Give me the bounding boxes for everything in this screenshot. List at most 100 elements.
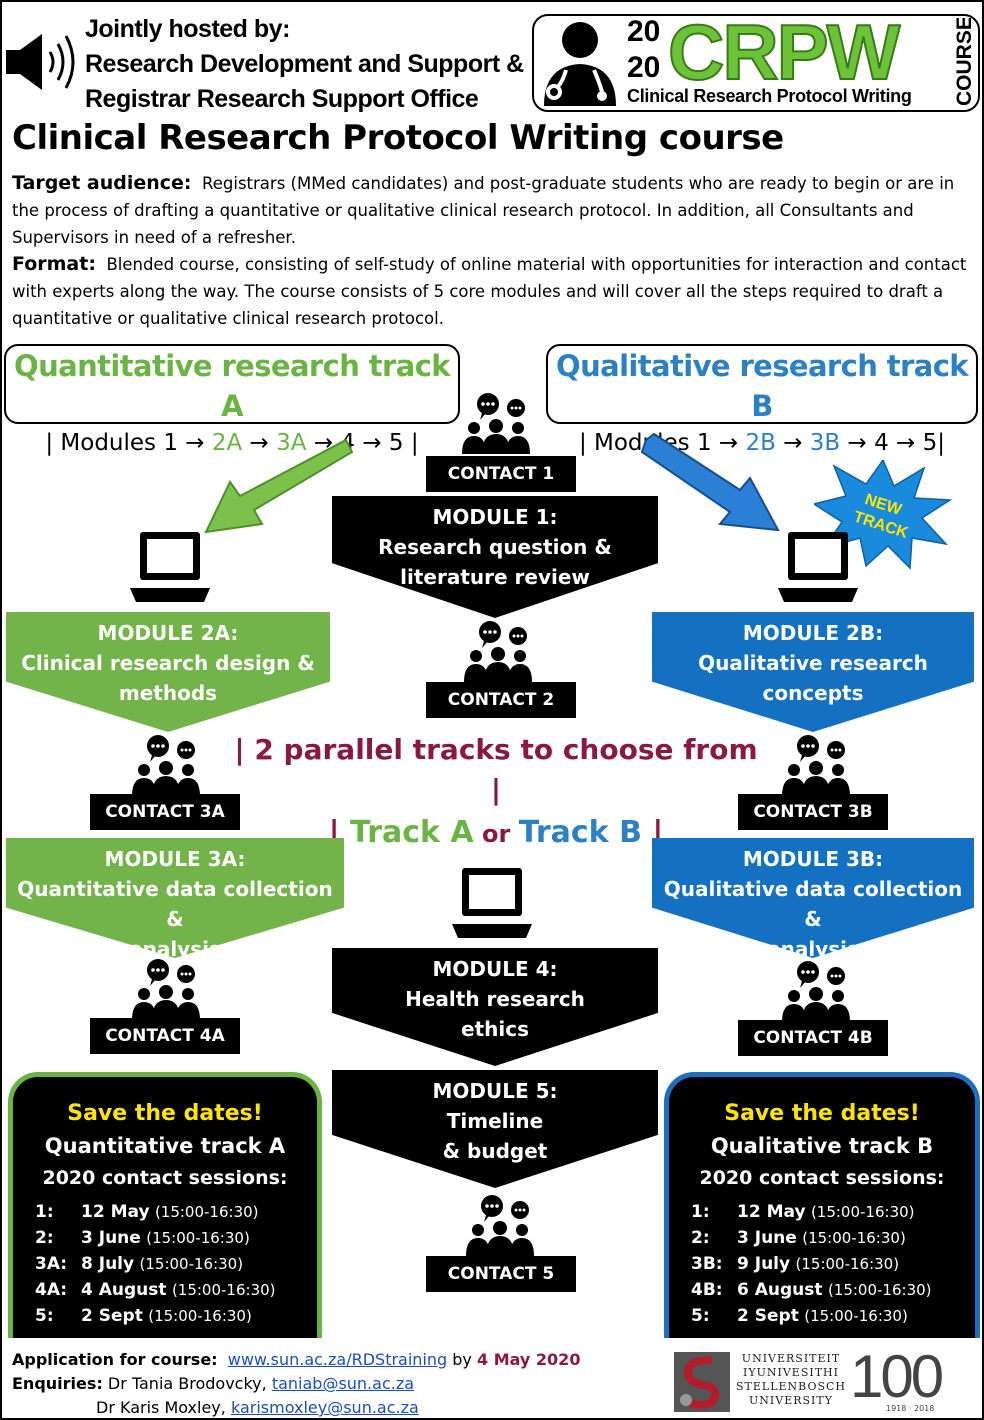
session-key: 3A: xyxy=(35,1254,68,1274)
session-date: 2 Sept (15:00-16:30) xyxy=(737,1303,932,1329)
session-date: 3 June (15:00-16:30) xyxy=(81,1225,276,1251)
parallel-tracks-line1: | 2 parallel tracks to choose from | xyxy=(226,730,766,810)
enquiries-line-1: Enquiries: Dr Tania Brodovcky, taniab@su… xyxy=(12,1372,580,1396)
parallel-tracks-caption: 2 parallel tracks to choose from xyxy=(254,733,758,766)
session-time: (15:00-16:30) xyxy=(827,1281,932,1299)
group-chat-icon xyxy=(462,393,530,454)
session-day: 12 May xyxy=(81,1202,150,1222)
session-key: 3B: xyxy=(691,1254,723,1274)
session-time: (15:00-16:30) xyxy=(804,1307,908,1325)
session-time: (15:00-16:30) xyxy=(810,1203,915,1221)
track-b-mods-suffix: → 4 → 5| xyxy=(840,430,946,456)
table-row: 1:12 May (15:00-16:30) xyxy=(691,1199,932,1225)
group-chat-icon xyxy=(464,621,532,682)
application-line: Application for course: www.sun.ac.za/RD… xyxy=(12,1348,580,1372)
module-1-line2: literature review xyxy=(400,565,590,589)
session-day: 12 May xyxy=(737,1202,806,1222)
session-key: 4B: xyxy=(691,1280,723,1300)
table-row: 1:12 May (15:00-16:30) xyxy=(35,1199,276,1225)
enquiry-2-email-link[interactable]: karismoxley@sun.ac.za xyxy=(230,1398,419,1417)
su-line-3: STELLENBOSCH xyxy=(736,1380,847,1393)
session-key: 2: xyxy=(35,1228,54,1248)
session-day: 3 June xyxy=(737,1228,797,1248)
intro-text: Target audience: Registrars (MMed candid… xyxy=(12,170,972,332)
contact-4a-label: CONTACT 4A xyxy=(90,1018,240,1054)
track-a-mod-3: 3A xyxy=(276,430,307,456)
pipe: | xyxy=(234,733,255,766)
track-a-mods-prefix: | Modules 1 → xyxy=(45,430,212,456)
session-time: (15:00-16:30) xyxy=(154,1203,259,1221)
session-day: 4 August xyxy=(81,1280,167,1300)
format-label: Format: xyxy=(12,253,96,275)
hosted-line-2: Research Development and Support & xyxy=(85,50,524,78)
module-4-line1: Health research xyxy=(405,987,585,1011)
laptop-icon xyxy=(778,532,858,602)
enquiry-1-email-link[interactable]: taniab@sun.ac.za xyxy=(271,1374,415,1393)
session-date: 3 June (15:00-16:30) xyxy=(737,1225,932,1251)
group-chat-icon xyxy=(132,735,200,796)
audience-label: Target audience: xyxy=(12,172,192,194)
module-3b-title: MODULE 3B: xyxy=(742,847,884,871)
save-dates-track-a: Save the dates! Quantitative track A 202… xyxy=(8,1072,322,1338)
parallel-tracks-text: | 2 parallel tracks to choose from | | T… xyxy=(226,730,766,857)
session-date: 8 July (15:00-16:30) xyxy=(81,1251,276,1277)
session-day: 3 June xyxy=(81,1228,141,1248)
su-centenary: 100 xyxy=(850,1343,944,1410)
module-2b-line1: Qualitative research xyxy=(698,651,928,675)
hosted-line-1: Jointly hosted by: xyxy=(85,15,290,43)
green-arrow-icon xyxy=(204,438,354,534)
application-link[interactable]: www.sun.ac.za/RDStraining xyxy=(227,1350,448,1369)
session-time: (15:00-16:30) xyxy=(139,1255,244,1273)
session-key: 4A: xyxy=(35,1280,68,1300)
session-date: 2 Sept (15:00-16:30) xyxy=(81,1303,276,1329)
module-5-line2: & budget xyxy=(442,1139,548,1163)
enquiry-2-name: Dr Karis Moxley, xyxy=(96,1398,231,1417)
session-date: 6 August (15:00-16:30) xyxy=(737,1277,932,1303)
save-dates-heading: Save the dates! xyxy=(724,1101,920,1126)
save-dates-heading: Save the dates! xyxy=(67,1101,263,1126)
hosted-line-3: Registrar Research Support Office xyxy=(85,85,479,113)
contact-1-label: CONTACT 1 xyxy=(426,456,576,492)
session-date: 12 May (15:00-16:30) xyxy=(737,1199,932,1225)
module-1-title: MODULE 1: xyxy=(432,505,558,529)
format-text: Blended course, consisting of self-study… xyxy=(12,255,967,328)
track-b-label: Track B xyxy=(518,815,642,850)
page-title: Clinical Research Protocol Writing cours… xyxy=(12,118,784,158)
track-a-arrow: → xyxy=(242,430,277,456)
format: Format: Blended course, consisting of se… xyxy=(12,251,972,332)
save-dates-sessions: 2020 contact sessions: xyxy=(42,1167,288,1189)
track-b-box: Qualitative research track B | Modules 1… xyxy=(546,344,978,456)
module-5-line1: Timeline xyxy=(446,1109,544,1133)
speaker-icon[interactable] xyxy=(4,30,80,94)
group-chat-icon xyxy=(132,959,200,1020)
enquiries-line-2: Dr Karis Moxley, karismoxley@sun.ac.za xyxy=(12,1396,580,1420)
logo-year-top: 20 xyxy=(627,15,661,48)
table-row: 2:3 June (15:00-16:30) xyxy=(691,1225,932,1251)
contact-4b-label: CONTACT 4B xyxy=(738,1020,888,1056)
logo-subtitle: Clinical Research Protocol Writing xyxy=(627,86,912,106)
crpw-logo xyxy=(532,14,980,112)
su-crest-icon xyxy=(674,1352,730,1412)
su-line-4: UNIVERSITY xyxy=(749,1394,833,1407)
table-row: 3B: 9 July (15:00-16:30) xyxy=(691,1251,932,1277)
module-4-line2: ethics xyxy=(461,1017,529,1041)
table-row: 3A: 8 July (15:00-16:30) xyxy=(35,1251,276,1277)
module-3a-line1: Quantitative data collection & xyxy=(17,877,333,931)
session-time: (15:00-16:30) xyxy=(802,1229,906,1247)
table-row: 5: 2 Sept (15:00-16:30) xyxy=(691,1303,932,1329)
track-b-mod-2: 2B xyxy=(745,430,776,456)
contact-3b-label: CONTACT 3B xyxy=(738,794,888,830)
group-chat-icon xyxy=(466,1195,534,1256)
session-date: 12 May (15:00-16:30) xyxy=(81,1199,276,1225)
session-key: 5: xyxy=(691,1306,710,1326)
session-date: 4 August (15:00-16:30) xyxy=(81,1277,276,1303)
session-time: (15:00-16:30) xyxy=(148,1307,252,1325)
footer: Application for course: www.sun.ac.za/RD… xyxy=(12,1348,580,1420)
track-a-modules: | Modules 1 → 2A → 3A → 4 → 5 | xyxy=(6,426,458,460)
session-day: 6 August xyxy=(737,1280,823,1300)
session-day: 2 Sept xyxy=(737,1306,799,1326)
group-chat-icon xyxy=(782,961,850,1022)
session-date: 9 July (15:00-16:30) xyxy=(737,1251,932,1277)
su-centenary-years: 1918 · 2018 xyxy=(886,1404,935,1413)
